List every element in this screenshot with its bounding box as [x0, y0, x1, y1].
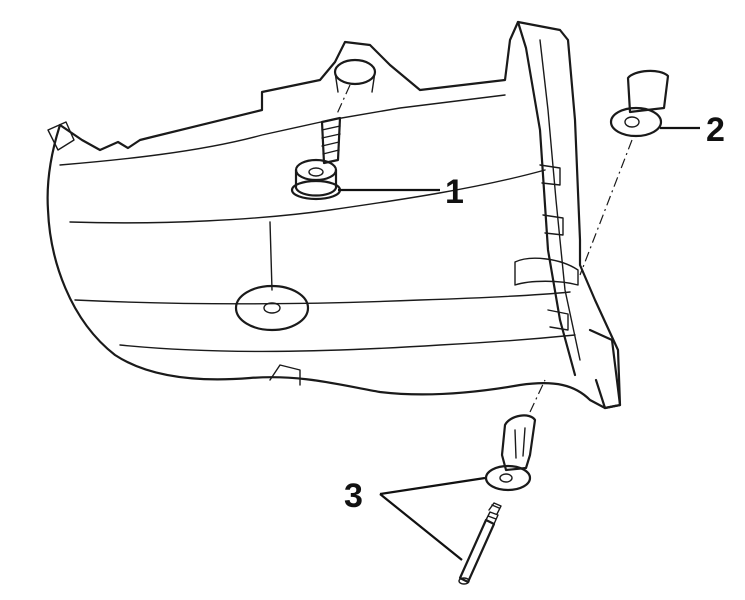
screw-head-body	[294, 168, 338, 197]
screw-head-top	[294, 158, 338, 182]
upper-boss	[333, 58, 377, 86]
pin-part	[458, 502, 502, 585]
center-boss-inner	[263, 302, 281, 314]
clip-body	[500, 414, 537, 472]
clip-hole	[499, 473, 513, 483]
grommet-part	[579, 69, 670, 276]
top-ridge	[59, 94, 506, 166]
right-wall	[516, 20, 577, 377]
right-wall-inner	[539, 39, 581, 361]
clip-axis-line	[529, 379, 546, 413]
clip-part	[484, 379, 546, 492]
grommet-axis-line	[579, 139, 633, 276]
grommet-body	[626, 69, 670, 114]
screw-axis-line	[335, 84, 351, 117]
pin-shaft	[458, 518, 496, 584]
center-boss-outer	[234, 284, 310, 332]
rib-2	[542, 214, 564, 236]
callout-1: 1	[445, 173, 464, 211]
screw-hex-socket	[308, 167, 324, 177]
grommet-hole	[624, 116, 640, 128]
clip-slot	[514, 427, 526, 459]
callout-3: 3	[344, 477, 363, 515]
screw-part	[290, 84, 351, 201]
left-flange	[47, 121, 75, 151]
right-lower-tab	[588, 328, 622, 410]
upper-contour	[69, 169, 546, 224]
grommet-flange	[609, 106, 663, 138]
pin-end	[458, 577, 470, 585]
cover-housing	[46, 20, 622, 410]
rib-1	[539, 164, 561, 186]
middle-contour	[74, 291, 571, 305]
cover-outline	[46, 20, 622, 410]
clip-flange	[484, 464, 532, 492]
screw-shank	[320, 116, 342, 165]
screw-thread	[321, 125, 341, 155]
lower-contour	[119, 334, 576, 353]
callout-2: 2	[706, 111, 725, 149]
leader-3b	[379, 493, 463, 561]
right-socket	[514, 257, 579, 286]
pin-knurl	[485, 502, 502, 525]
vertical-seam	[269, 221, 273, 291]
bottom-notch	[269, 364, 301, 386]
leader-3a	[379, 476, 486, 496]
upper-boss-side	[334, 71, 376, 93]
rib-3	[547, 309, 569, 331]
